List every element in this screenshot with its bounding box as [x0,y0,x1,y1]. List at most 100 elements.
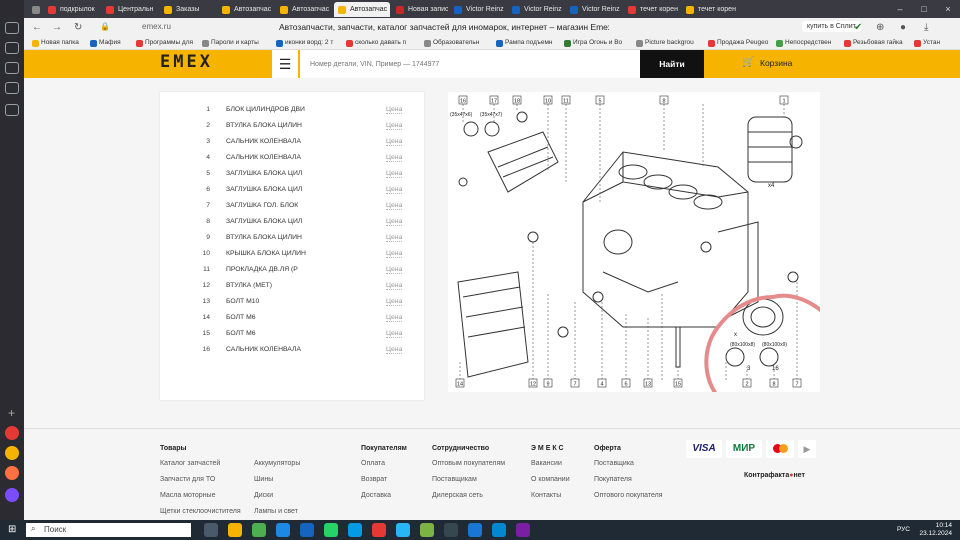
back-icon[interactable]: ← [32,22,42,33]
top-callout[interactable]: 8 [659,95,669,105]
browser-tab[interactable]: Центральн [102,2,158,17]
bottom-callout[interactable]: 9 [543,378,553,388]
part-name[interactable]: САЛЬНИК КОЛЕНВАЛА [226,138,301,145]
app-icon[interactable] [276,523,290,537]
price-link[interactable]: Цена [386,314,403,322]
app2-icon[interactable] [396,523,410,537]
part-name[interactable]: БОЛТ М6 [226,314,256,321]
bookmark-item[interactable]: Устан [914,39,940,47]
part-name[interactable]: ЗАГЛУШКА БЛОКА ЦИЛ [226,186,303,193]
footer-link[interactable]: Аккумуляторы [254,460,301,467]
footer-link[interactable]: Вакансии [531,460,562,467]
footer-link[interactable]: Оптовым покупателям [432,460,506,467]
alice-icon[interactable] [5,488,19,502]
search-button[interactable]: Найти [640,50,704,78]
footer-link[interactable]: Оптового покупателя [594,492,663,499]
task-view-icon[interactable] [204,523,218,537]
bottom-callout[interactable]: 13 [643,378,653,388]
bookmark-item[interactable]: Рампа подъемн [496,39,553,47]
youtube-icon[interactable] [5,426,19,440]
bottom-callout[interactable]: 7 [792,378,802,388]
bookmark-item[interactable]: Программы для [136,39,193,47]
part-name[interactable]: ПРОКЛАДКА ДВ.ЛЯ (Р [226,266,298,273]
footer-link[interactable]: Поставщика [594,460,634,467]
bookmark-item[interactable]: сколько давать п [346,39,406,47]
bookmark-item[interactable]: Мафия [90,39,121,47]
profile-icon[interactable]: ● [900,22,907,33]
menu-icon[interactable]: ☰ [272,50,298,78]
bookmark-item[interactable]: Образовательн [424,39,479,47]
browser-tab[interactable]: Автозапчас [276,2,332,17]
top-callout[interactable]: 18 [512,95,522,105]
maximize-icon[interactable]: □ [921,4,927,14]
price-link[interactable]: Цена [386,218,403,226]
bottom-callout[interactable]: 6 [621,378,631,388]
close-window-icon[interactable]: × [945,4,951,14]
footer-link[interactable]: Доставка [361,492,392,499]
footer-link[interactable]: Шины [254,476,274,483]
whatsapp-icon[interactable] [324,523,338,537]
footer-link[interactable]: Поставщикам [432,476,477,483]
footer-link[interactable]: Контакты [531,492,562,499]
price-link[interactable]: Цена [386,106,403,114]
top-callout[interactable]: 11 [561,95,571,105]
footer-link[interactable]: О компании [531,476,570,483]
browser-tab[interactable]: течет корен [624,2,680,17]
bookmark-item[interactable]: иконки ворд: 2 т [276,39,333,47]
bottom-callout[interactable]: 4 [597,378,607,388]
footer-link[interactable]: Дилерская сеть [432,492,483,499]
minimize-icon[interactable]: – [897,4,903,14]
bottom-callout[interactable]: 2 [742,378,752,388]
top-callout[interactable]: 1 [779,95,789,105]
price-link[interactable]: Цена [386,298,403,306]
bookmark-item[interactable]: Picture backgrou [636,39,694,47]
price-link[interactable]: Цена [386,250,403,258]
browser-tab[interactable]: течет корен [682,2,738,17]
chrome-icon[interactable] [252,523,266,537]
footer-link[interactable]: Каталог запчастей [160,460,221,467]
market-icon[interactable] [5,446,19,460]
bottom-callout[interactable]: 15 [673,378,683,388]
browser-tab[interactable]: Заказы [160,2,216,17]
price-link[interactable]: Цена [386,346,403,354]
part-name[interactable]: БЛОК ЦИЛИНДРОВ ДВИ [226,106,305,113]
search-input[interactable] [300,50,640,78]
part-name[interactable]: КРЫШКА БЛОКА ЦИЛИН [226,250,306,257]
bookmark-item[interactable]: Непосредствен [776,39,831,47]
browser-tab[interactable]: 13 [28,2,44,17]
price-link[interactable]: Цена [386,138,403,146]
top-callout[interactable]: 10 [543,95,553,105]
part-name[interactable]: ВТУЛКА (МЕТ) [226,282,273,289]
taskbar-search[interactable]: ⌕ Поиск [26,523,191,537]
downloads-icon[interactable] [5,62,19,74]
language-indicator[interactable]: РУС [896,526,910,533]
mail-icon[interactable] [5,466,19,480]
browser-tab[interactable]: Автозапчас [334,2,390,17]
bottom-callout[interactable]: 8 [769,378,779,388]
browser-tab[interactable]: Victor Reinz [508,2,564,17]
downloads-icon[interactable]: ⤓ [924,22,929,33]
part-name[interactable]: ВТУЛКА БЛОКА ЦИЛИН [226,122,302,129]
emex-logo[interactable]: EMEX [160,52,213,72]
price-link[interactable]: Цена [386,234,403,242]
footer-link[interactable]: Щетки стеклоочистителя [160,508,241,515]
top-callout[interactable]: 16 [458,95,468,105]
price-link[interactable]: Цена [386,122,403,130]
forward-icon[interactable]: → [52,22,62,33]
zoom-icon[interactable] [300,523,314,537]
part-name[interactable]: ЗАГЛУШКА ГОЛ. БЛОК [226,202,299,209]
telegram-icon[interactable] [348,523,362,537]
yandex-browser-icon[interactable] [372,523,386,537]
part-name[interactable]: БОЛТ М10 [226,298,260,305]
price-link[interactable]: Цена [386,330,403,338]
browser-tab[interactable]: Новая запис [392,2,448,17]
footer-link[interactable]: Возврат [361,476,388,483]
url-field[interactable]: emex.ru [142,22,171,31]
part-name[interactable]: ВТУЛКА БЛОКА ЦИЛИН [226,234,302,241]
bookmark-item[interactable]: Новая папка [32,39,79,47]
